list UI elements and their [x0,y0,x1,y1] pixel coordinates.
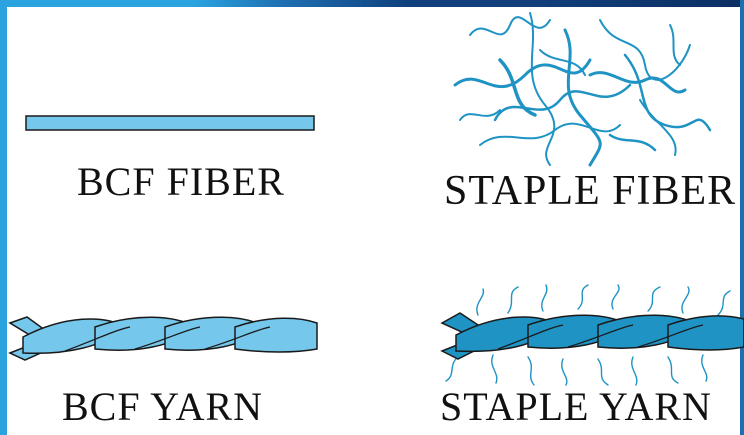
bcf-fiber-illustration [20,111,320,141]
staple-fiber-label: STAPLE FIBER [444,167,736,215]
bcf-yarn-illustration [5,305,325,375]
staple-fiber-illustration [440,5,720,175]
staple-yarn-label: STAPLE YARN [440,383,712,430]
bcf-fiber-label: BCF FIBER [77,158,285,205]
bcf-yarn-panel [5,305,325,375]
bcf-yarn-label: BCF YARN [62,383,263,430]
staple-fiber-panel [440,5,720,180]
staple-yarn-panel [438,285,744,385]
staple-yarn-illustration [438,285,744,385]
